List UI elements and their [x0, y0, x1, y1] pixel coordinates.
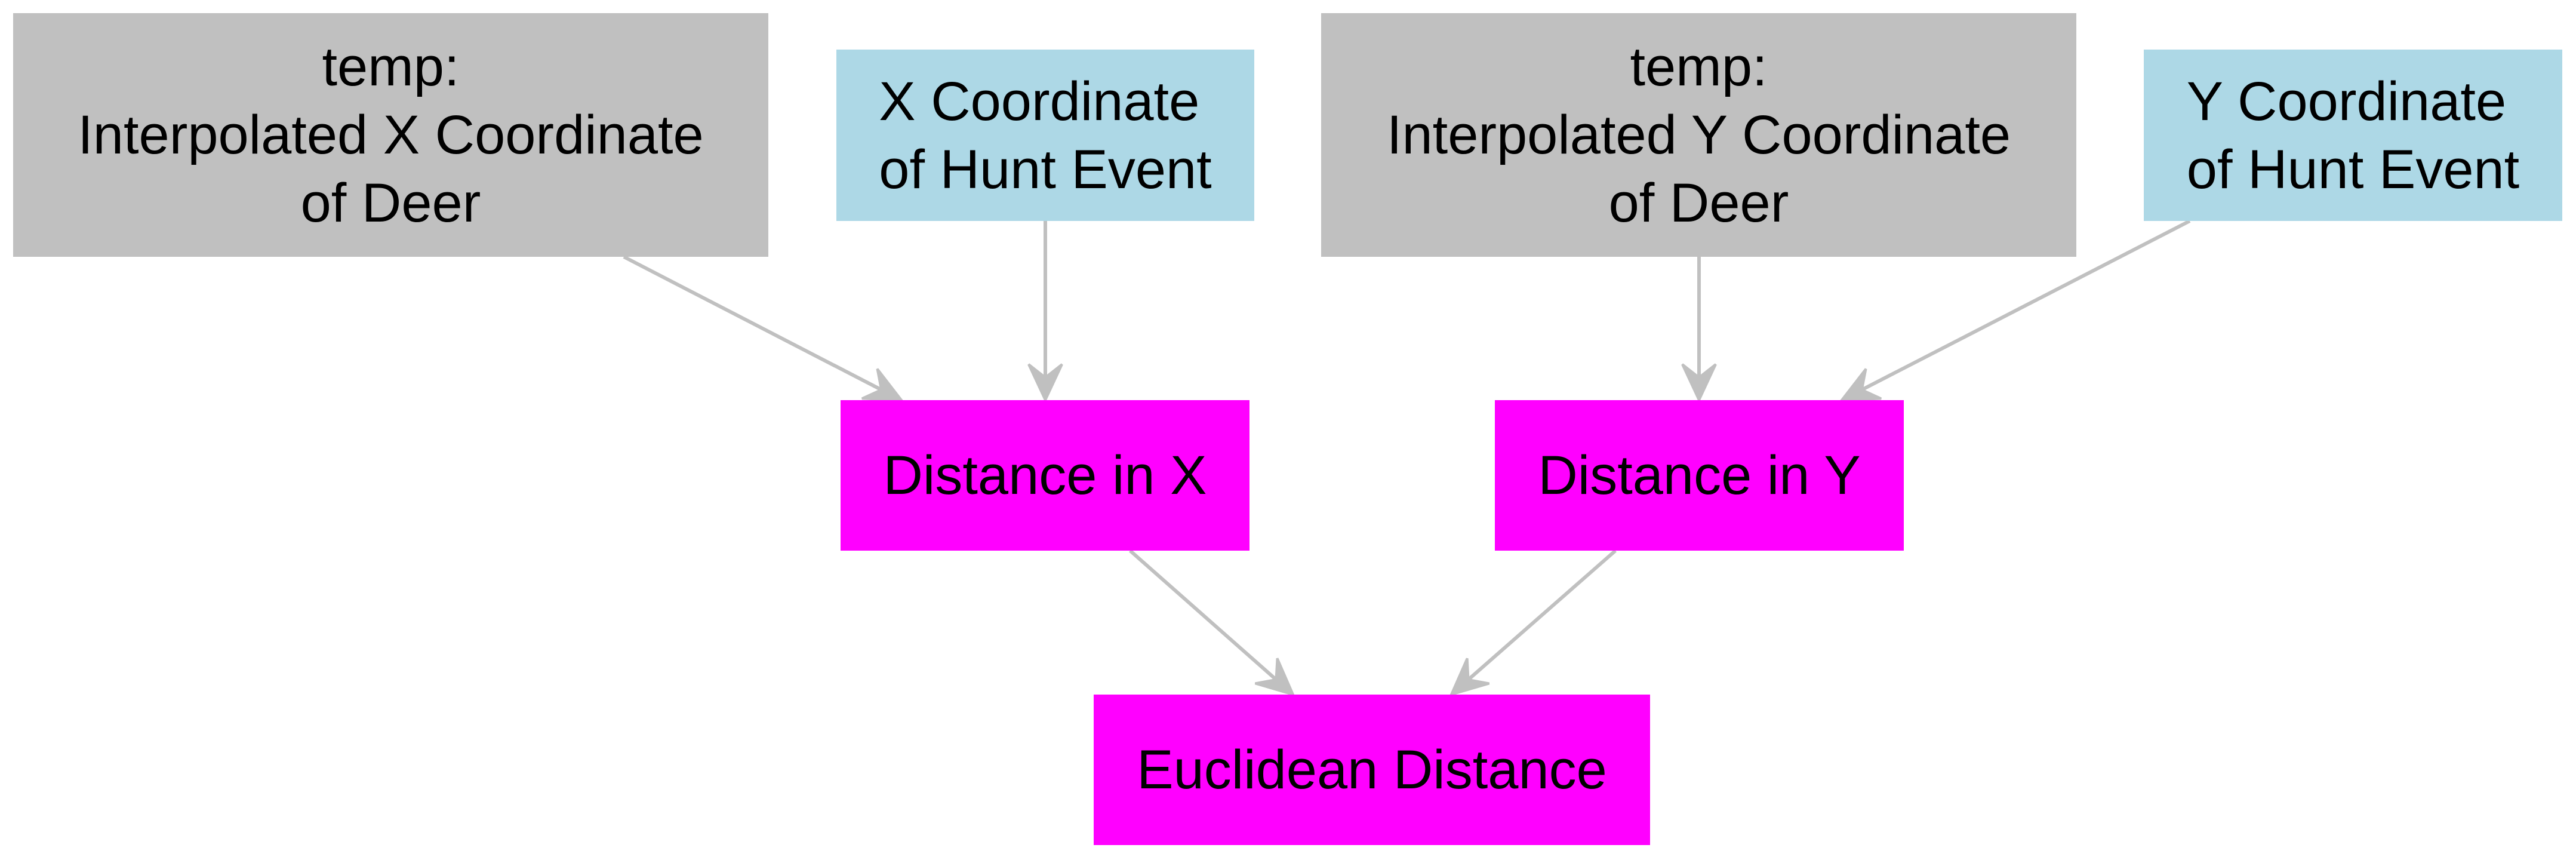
arrowhead-icon — [1839, 368, 1882, 402]
arrowhead-icon — [1027, 363, 1063, 403]
node-euclidean-distance: Euclidean Distance — [1094, 695, 1650, 845]
node-label-line: of Deer — [300, 173, 481, 234]
node-label-line: Distance in Y — [1538, 445, 1861, 506]
node-label-line: temp: — [1630, 36, 1768, 97]
node-label-line: Euclidean Distance — [1137, 739, 1607, 800]
node-label: temp: Interpolated X Coordinate of Deer — [78, 33, 703, 237]
node-x-coordinate-of-hunt-event: X Coordinate of Hunt Event — [836, 50, 1254, 221]
node-label-line: Distance in X — [883, 445, 1207, 506]
node-label: Y Coordinate of Hunt Event — [2187, 67, 2519, 204]
node-label: Distance in X — [883, 441, 1207, 509]
arrowhead-icon — [1254, 658, 1295, 697]
node-label-line: X Coordinate — [879, 70, 1200, 132]
node-label-line: temp: — [322, 36, 460, 97]
edge-line — [623, 255, 882, 392]
node-label: Distance in Y — [1538, 441, 1860, 509]
edge-temp_x-to-dist_x — [623, 255, 904, 402]
edge-dist_y-to-eucl — [1449, 549, 1617, 697]
arrowhead-icon — [1449, 658, 1490, 697]
node-temp-interpolated-y-coordinate: temp: Interpolated Y Coordinate of Deer — [1321, 13, 2076, 257]
node-distance-in-y: Distance in Y — [1495, 400, 1904, 551]
node-label-line: Y Coordinate — [2186, 70, 2507, 132]
arrowhead-icon — [1681, 363, 1717, 403]
node-temp-interpolated-x-coordinate: temp: Interpolated X Coordinate of Deer — [13, 13, 768, 257]
node-label-line: of Hunt Event — [2186, 139, 2520, 200]
node-label: X Coordinate of Hunt Event — [879, 67, 1211, 204]
edge-line — [1467, 549, 1617, 681]
edge-line — [1129, 549, 1278, 681]
edge-x_hunt-to-dist_x — [1027, 221, 1063, 403]
edge-line — [1861, 219, 2191, 392]
node-y-coordinate-of-hunt-event: Y Coordinate of Hunt Event — [2144, 50, 2562, 221]
node-distance-in-x: Distance in X — [841, 400, 1249, 551]
node-label-line: Interpolated X Coordinate — [78, 105, 704, 165]
edge-y_hunt-to-dist_y — [1839, 219, 2191, 402]
node-label: temp: Interpolated Y Coordinate of Deer — [1387, 33, 2011, 237]
node-label-line: Interpolated Y Coordinate — [1386, 105, 2011, 165]
node-label-line: of Deer — [1608, 173, 1789, 234]
edge-dist_x-to-eucl — [1129, 549, 1295, 697]
node-label-line: of Hunt Event — [879, 139, 1212, 200]
node-label: Euclidean Distance — [1137, 736, 1607, 804]
arrowhead-icon — [861, 368, 904, 402]
edge-temp_y-to-dist_y — [1681, 257, 1717, 403]
